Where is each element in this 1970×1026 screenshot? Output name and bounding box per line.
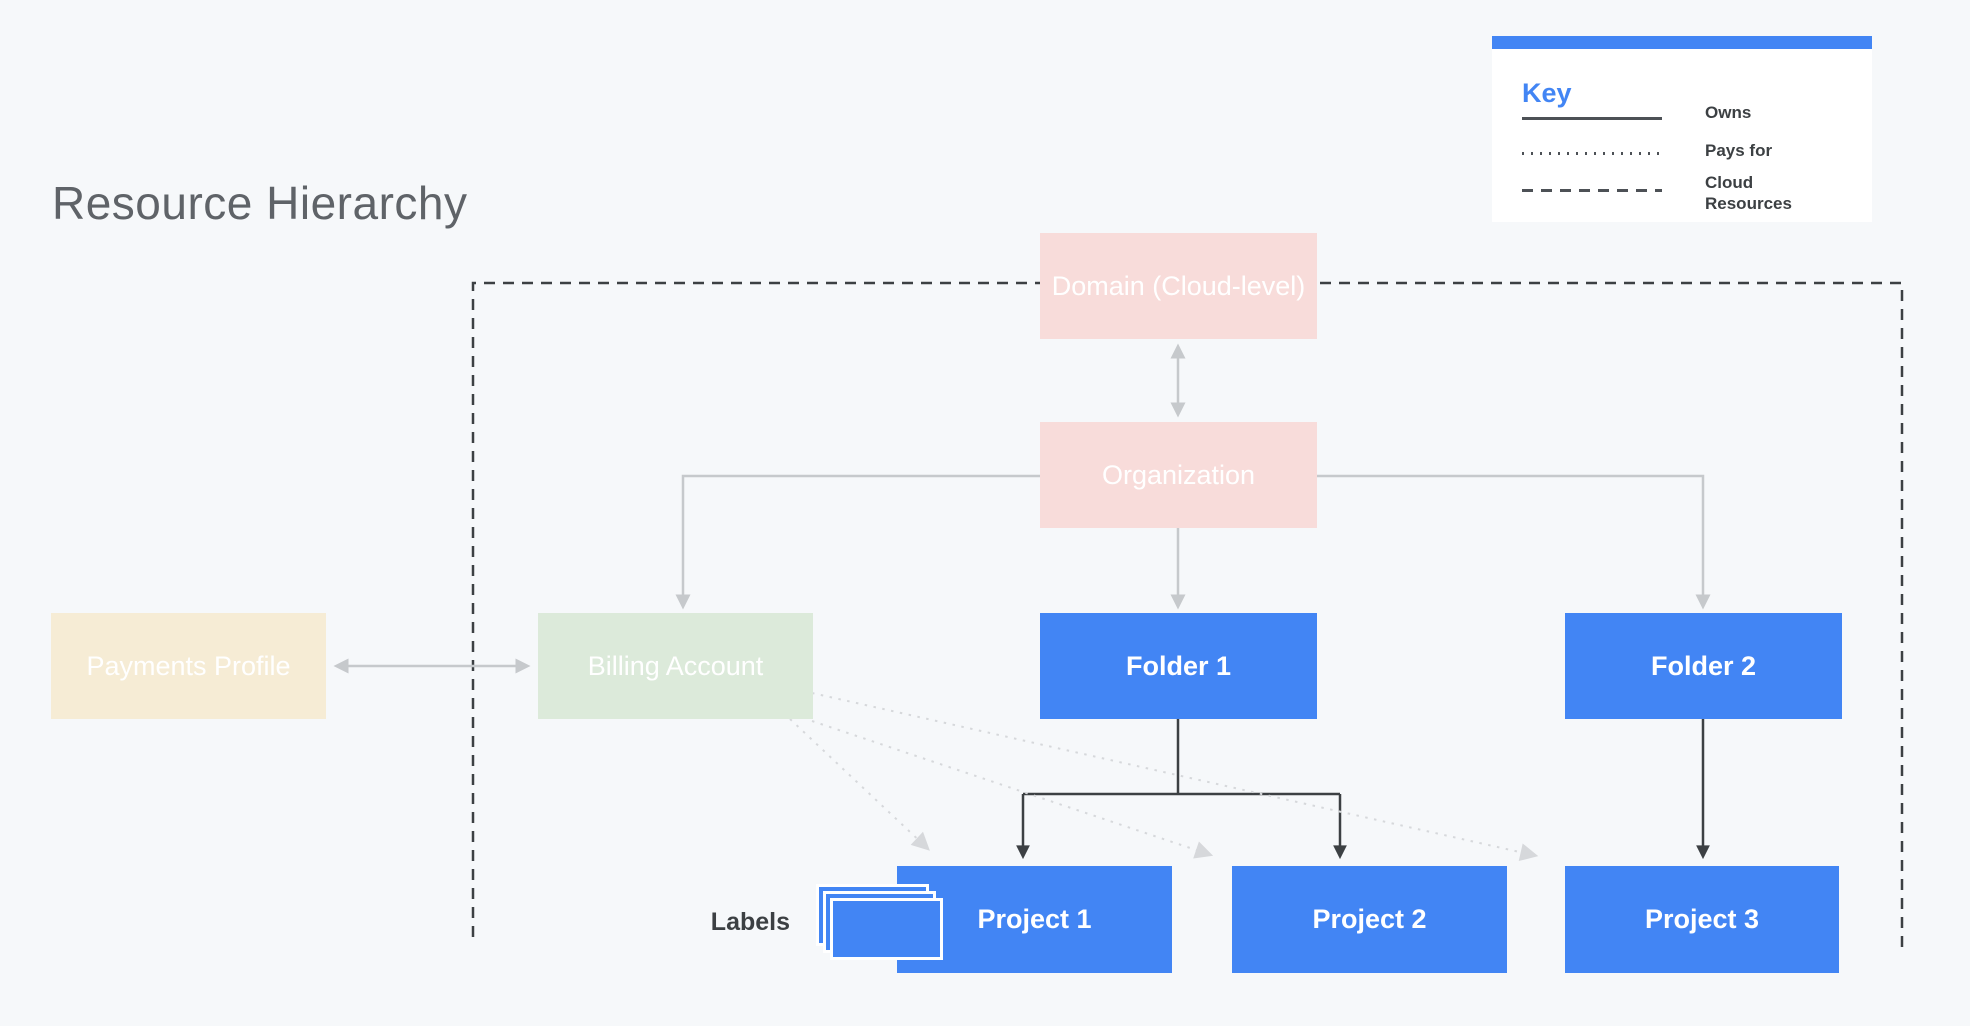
node-label: Billing Account <box>587 650 764 681</box>
node-label: Payments Profile <box>86 650 291 681</box>
edge-billing-paysfor-project2 <box>811 720 1214 859</box>
node-folder-2: Folder 2 <box>1565 613 1842 719</box>
node-label: Domain (Cloud-level) <box>1051 270 1306 301</box>
node-label: Project 3 <box>1644 904 1760 934</box>
legend-dotted-line-swatch <box>1522 152 1662 155</box>
legend-dashed-line-swatch <box>1522 189 1662 192</box>
legend-top-bar <box>1492 36 1872 49</box>
node-label: Folder 1 <box>1125 650 1232 681</box>
edge-organization-billing <box>675 474 1040 610</box>
node-payments-profile: Payments Profile <box>51 613 326 719</box>
node-organization: Organization <box>1040 422 1317 528</box>
legend-heading: Key <box>1522 78 1572 108</box>
edge-billing-paysfor-project3 <box>811 692 1539 862</box>
node-project-2: Project 2 <box>1232 866 1507 973</box>
legend-label-pays-for: Pays for <box>1705 141 1773 160</box>
page-title: Resource Hierarchy <box>52 177 468 229</box>
node-project-3: Project 3 <box>1565 866 1839 973</box>
legend-label-cloud-resources: Cloud Resources <box>1705 173 1792 213</box>
node-billing-account: Billing Account <box>538 613 813 719</box>
node-domain: Domain (Cloud-level) <box>1040 233 1317 339</box>
edge-billing-paysfor-project1 <box>789 718 930 851</box>
labels-caption: Labels <box>710 908 790 936</box>
node-folder-1: Folder 1 <box>1040 613 1317 719</box>
node-label: Folder 2 <box>1650 650 1757 681</box>
legend-label-owns: Owns <box>1705 103 1752 122</box>
edge-organization-folder2 <box>1317 474 1711 610</box>
label-card-front <box>830 898 943 960</box>
legend-solid-line-swatch <box>1522 117 1662 120</box>
node-label: Project 2 <box>1312 904 1427 934</box>
node-label: Organization <box>1101 459 1256 490</box>
node-label: Project 1 <box>977 904 1092 934</box>
labels-stacked-cards-icon <box>816 884 948 966</box>
legend-key-card: Key Owns Pays for Cloud Resources <box>1492 36 1872 222</box>
